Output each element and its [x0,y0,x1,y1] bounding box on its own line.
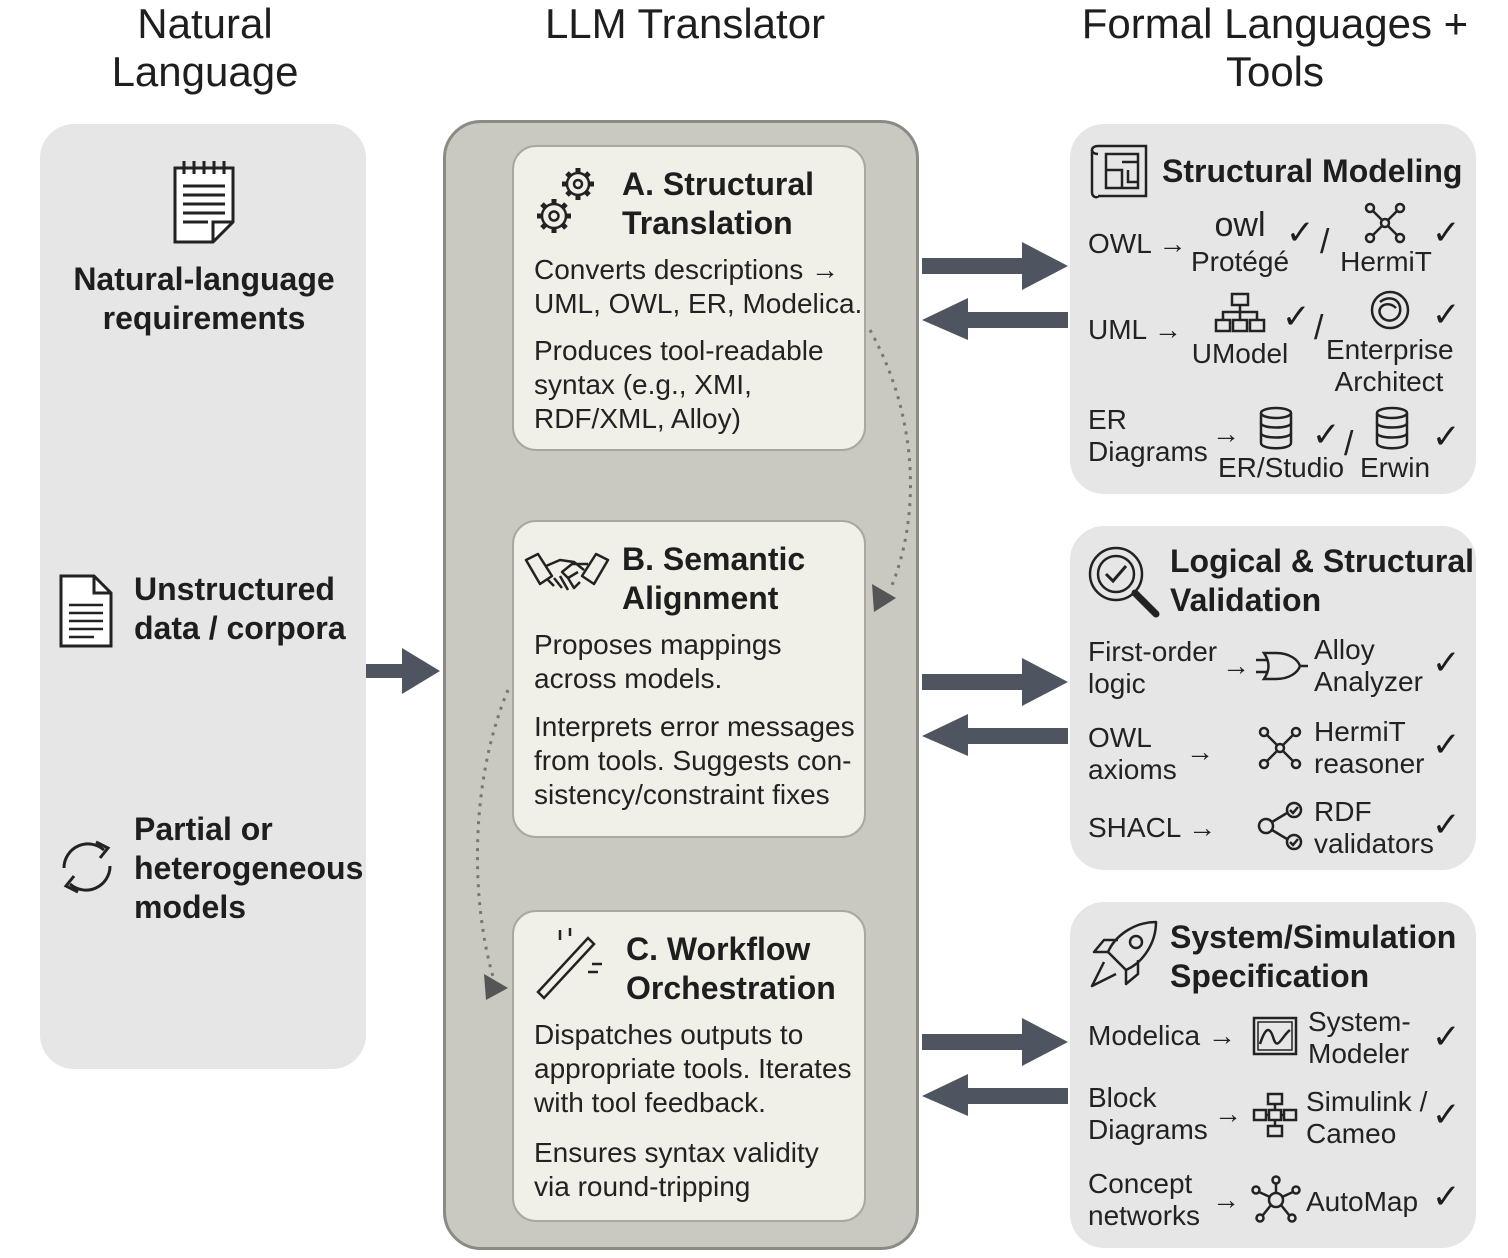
card-a-title: A. Structural Translation [622,166,815,241]
database-icon [1259,406,1293,450]
erstudio-label: ER/Studio [1218,452,1345,483]
hermit-check: ✓ [1432,214,1461,252]
structural-modeling-title: Structural Modeling [1162,153,1463,189]
arrows-validation [922,658,1068,756]
notepad-icon [173,161,235,244]
owl-logo: owl [1214,206,1266,244]
input-partial-models: Partial or heterogeneous models [134,811,364,925]
document-icon [59,574,113,648]
er-label: ER Diagrams [1088,404,1208,467]
umodel-check: ✓ [1282,298,1311,336]
simulink-label: Simulink / Cameo [1306,1086,1428,1149]
header-natural-language: Natural Language [111,0,299,95]
card-workflow-orchestration: C. Workflow Orchestration Dispatches out… [512,910,866,1222]
magic-wand-icon [536,928,602,1000]
alloy-label: Alloy Analyzer [1314,634,1423,697]
simulation-title: System/Simulation Specification [1170,919,1457,994]
automap-label: AutoMap [1306,1186,1419,1217]
card-b-title: B. Semantic Alignment [622,541,806,616]
rocket-icon [1090,920,1158,988]
card-a-text-2: Produces tool-readable syntax (e.g., XMI… [534,335,824,434]
fol-label: First-order logic [1088,636,1218,699]
owl-label: OWL → [1088,228,1187,259]
protege-label: Protégé [1190,246,1290,277]
block-arrow: → [1214,1098,1242,1129]
database-icon-2 [1375,406,1409,450]
network-node-icon [1364,202,1406,244]
slash-2: / [1314,309,1324,347]
slash-3: / [1344,425,1354,463]
magnifier-check-icon [1088,546,1160,618]
umodel-label: UModel [1191,338,1289,369]
concept-label: Concept networks [1088,1168,1201,1231]
erwin-label: Erwin [1360,452,1431,483]
card-c-title: C. Workflow Orchestration [626,931,836,1006]
er-arrow: → [1212,418,1240,449]
fol-arrow: → [1222,650,1250,681]
hermit-reasoner-label: HermiT reasoner [1314,716,1425,779]
card-b-text-2: Interprets error messages from tools. Su… [534,711,855,810]
header-llm-translator: LLM Translator [544,0,826,47]
concept-arrow: → [1212,1184,1240,1215]
erwin-check: ✓ [1432,418,1461,456]
hierarchy-icon [1214,292,1266,333]
card-semantic-alignment: B. Semantic Alignment Proposes mappings … [512,520,866,838]
hermit-reasoner-check: ✓ [1432,726,1461,764]
erstudio-check: ✓ [1312,416,1341,454]
slash-1: / [1320,223,1330,261]
input-unstructured-data: Unstructured data / corpora [134,571,346,646]
validation-title: Logical & Structural Validation [1170,543,1475,618]
uml-label: UML → [1088,314,1182,345]
systemmodeler-label: System- Modeler [1308,1006,1411,1069]
systemmodeler-check: ✓ [1432,1018,1461,1056]
card-structural-translation: A. Structural Translation Converts descr… [512,145,866,451]
rdf-label: RDF validators [1314,796,1434,859]
check-nodes-icon [1257,801,1303,851]
automap-check: ✓ [1432,1178,1461,1216]
ea-check: ✓ [1432,296,1461,334]
arrows-structural [922,242,1068,340]
logic-gate-icon [1256,651,1308,681]
header-formal-languages: Formal Languages + Tools [1081,0,1469,95]
block-label: Block Diagrams [1088,1082,1208,1145]
refresh-cycle-icon [62,840,112,894]
input-arrow [366,648,440,694]
protege-check: ✓ [1286,214,1315,252]
card-c-text-1: Dispatches outputs to appropriate tools.… [534,1019,852,1118]
simulation-panel [1070,902,1476,1248]
knot-icon [1370,290,1410,330]
blueprint-icon [1090,144,1148,199]
simulink-check: ✓ [1432,1096,1461,1134]
ea-label: Enterprise Architect [1326,334,1454,397]
concept-network-icon [1251,1175,1301,1223]
hermit-label: HermiT [1340,246,1432,277]
modelica-label: Modelica → [1088,1020,1236,1051]
rdf-check: ✓ [1432,806,1461,844]
owl-axioms-arrow: → [1186,736,1214,767]
handshake-icon [524,552,610,591]
validation-panel [1070,526,1476,870]
input-nl-requirements: Natural-language requirements [73,261,335,336]
signal-chart-icon [1252,1016,1298,1056]
shacl-label: SHACL → [1088,812,1217,843]
card-b-text-1: Proposes mappings across models. [534,629,782,694]
alloy-check: ✓ [1432,644,1461,682]
gears-icon [537,168,594,233]
card-a-text-1: Converts descriptions → UML, OWL, ER, Mo… [534,254,863,319]
block-diagram-icon [1252,1092,1298,1138]
card-c-text-2: Ensures syntax validity via round-trippi… [534,1137,819,1202]
network-node-icon-2 [1258,726,1302,770]
owl-axioms-label: OWL axioms [1088,722,1177,785]
arrows-simulation [922,1018,1068,1116]
